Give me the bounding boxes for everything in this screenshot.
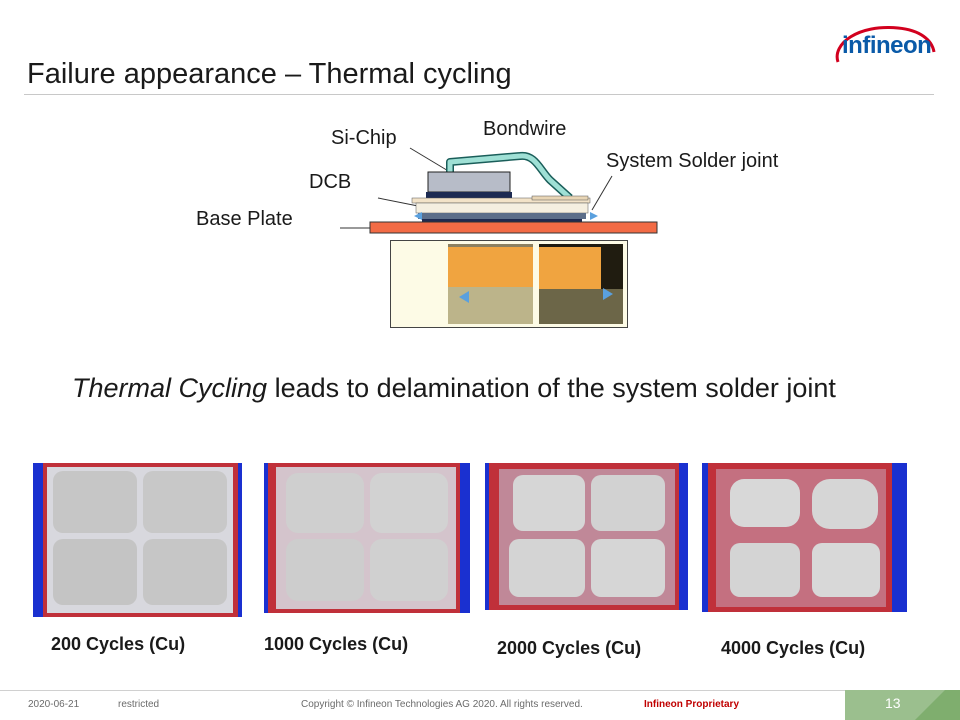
logo-wordmark: infineon: [842, 32, 931, 60]
caption-200-cycles: 200 Cycles (Cu): [51, 634, 185, 655]
title-divider: [24, 94, 934, 95]
key-statement: Thermal Cycling leads to delamination of…: [72, 368, 852, 408]
footer-proprietary: Infineon Proprietary: [644, 699, 739, 710]
footer-classification: restricted: [118, 699, 159, 710]
footer-copyright: Copyright © Infineon Technologies AG 202…: [301, 699, 583, 710]
scan-image-200-cycles: [33, 463, 242, 617]
module-cross-section: [330, 140, 670, 240]
footer-divider: [0, 690, 845, 691]
caption-4000-cycles: 4000 Cycles (Cu): [721, 638, 865, 659]
scan-200-picture: [33, 463, 242, 617]
slide-title: Failure appearance – Thermal cycling: [27, 58, 512, 91]
scan-image-4000-cycles: [702, 463, 907, 612]
scan-1000-picture: [264, 463, 470, 613]
statement-emphasis: Thermal Cycling: [72, 373, 267, 403]
infineon-logo: infineon: [828, 22, 936, 74]
scan-image-2000-cycles: [485, 463, 688, 610]
page-number: 13: [885, 695, 901, 711]
scan-image-1000-cycles: [264, 463, 470, 613]
scan-2000-picture: [485, 463, 688, 610]
statement-text: leads to delamination of the system sold…: [267, 373, 836, 403]
label-base-plate: Base Plate: [196, 208, 293, 231]
slide-footer: 2020-06-21 restricted Copyright © Infine…: [0, 690, 960, 720]
footer-accent-icon: [845, 690, 960, 720]
caption-1000-cycles: 1000 Cycles (Cu): [264, 634, 408, 655]
caption-2000-cycles: 2000 Cycles (Cu): [497, 638, 641, 659]
page-number-box: 13: [845, 690, 960, 720]
label-bondwire: Bondwire: [483, 118, 566, 141]
scan-4000-picture: [702, 463, 907, 612]
micrograph-image: [391, 241, 627, 327]
footer-date: 2020-06-21: [28, 699, 79, 710]
cross-section-micrographs: [390, 240, 628, 328]
